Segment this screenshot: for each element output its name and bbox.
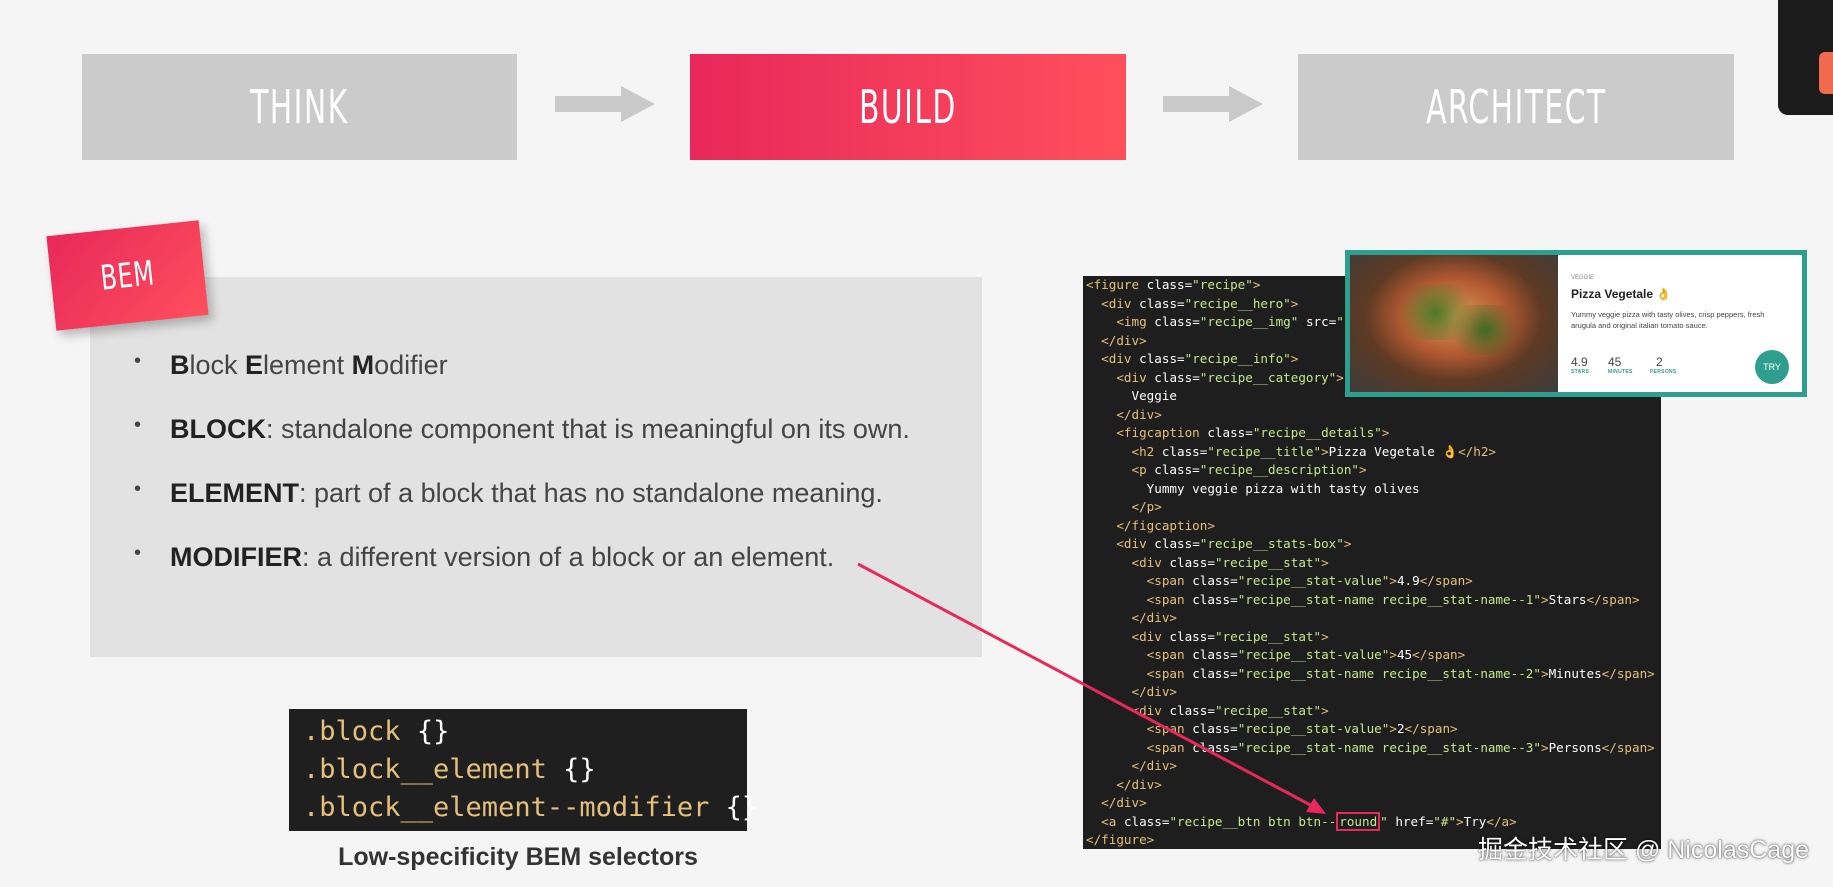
bullet-text: odifier [374, 350, 448, 380]
stat-value: 45 [1608, 355, 1622, 369]
selector-line: .block {} [303, 716, 450, 747]
selector-line: .block__element--modifier {} [303, 792, 759, 823]
corner-device [1778, 0, 1833, 115]
card-stat: 45 MINUTES [1608, 355, 1633, 375]
round-modifier-highlight: round [1336, 811, 1381, 831]
pizza-image [1350, 255, 1558, 392]
card-stat: 4.9 STARS [1571, 355, 1589, 375]
bullet-term: ELEMENT [170, 478, 300, 508]
bullet-term: MODIFIER [170, 542, 302, 572]
stat-name: STARS [1571, 369, 1590, 375]
recipe-card: VEGGIE Pizza Vegetale 👌 Yummy veggie piz… [1345, 250, 1807, 397]
stat-name: MINUTES [1608, 369, 1633, 375]
card-stat: 2 PERSONS [1650, 355, 1677, 375]
step-architect-label: ARCHITECT [1425, 80, 1607, 134]
step-think: THINK [82, 54, 517, 160]
stat-value: 2 [1656, 355, 1663, 369]
card-category: VEGGIE [1571, 275, 1595, 281]
selector-line: .block__element {} [303, 754, 596, 785]
bullet-letter: M [351, 350, 375, 380]
bullet-letter: B [170, 350, 190, 380]
step-architect: ARCHITECT [1298, 54, 1734, 160]
try-button[interactable]: TRY [1755, 350, 1789, 384]
selector-caption: Low-specificity BEM selectors [338, 843, 698, 871]
bullet-term: BLOCK [170, 414, 266, 444]
stat-value: 4.9 [1571, 355, 1588, 369]
bullet-letter: E [245, 350, 264, 380]
bullet-item: Block Element Modifier [134, 350, 910, 414]
selector-code-box: .block {} .block__element {} .block__ele… [289, 709, 759, 831]
code-listing: <figure class="recipe"> <div class="reci… [1086, 277, 1655, 847]
step-build-label: BUILD [859, 80, 957, 134]
bullet-text: lock [189, 350, 246, 380]
watermark: 掘金技术社区 @ NicolasCage [1478, 836, 1810, 864]
bullet-text: lement [263, 350, 352, 380]
bullet-text: : part of a block that has no standalone… [299, 478, 883, 508]
step-think-label: THINK [250, 80, 349, 134]
bullet-item: ELEMENT: part of a block that has no sta… [134, 478, 910, 542]
card-title: Pizza Vegetale 👌 [1571, 287, 1672, 301]
card-description: Yummy veggie pizza with tasty olives, cr… [1571, 310, 1765, 330]
bem-bullet-list: Block Element Modifier BLOCK: standalone… [134, 350, 910, 606]
bullet-item: BLOCK: standalone component that is mean… [134, 414, 910, 478]
step-build: BUILD [690, 54, 1126, 160]
bullet-text: : a different version of a block or an e… [302, 542, 835, 572]
stat-name: PERSONS [1650, 369, 1677, 375]
bullet-item: MODIFIER: a different version of a block… [134, 542, 910, 606]
bullet-text: : standalone component that is meaningfu… [266, 414, 910, 444]
